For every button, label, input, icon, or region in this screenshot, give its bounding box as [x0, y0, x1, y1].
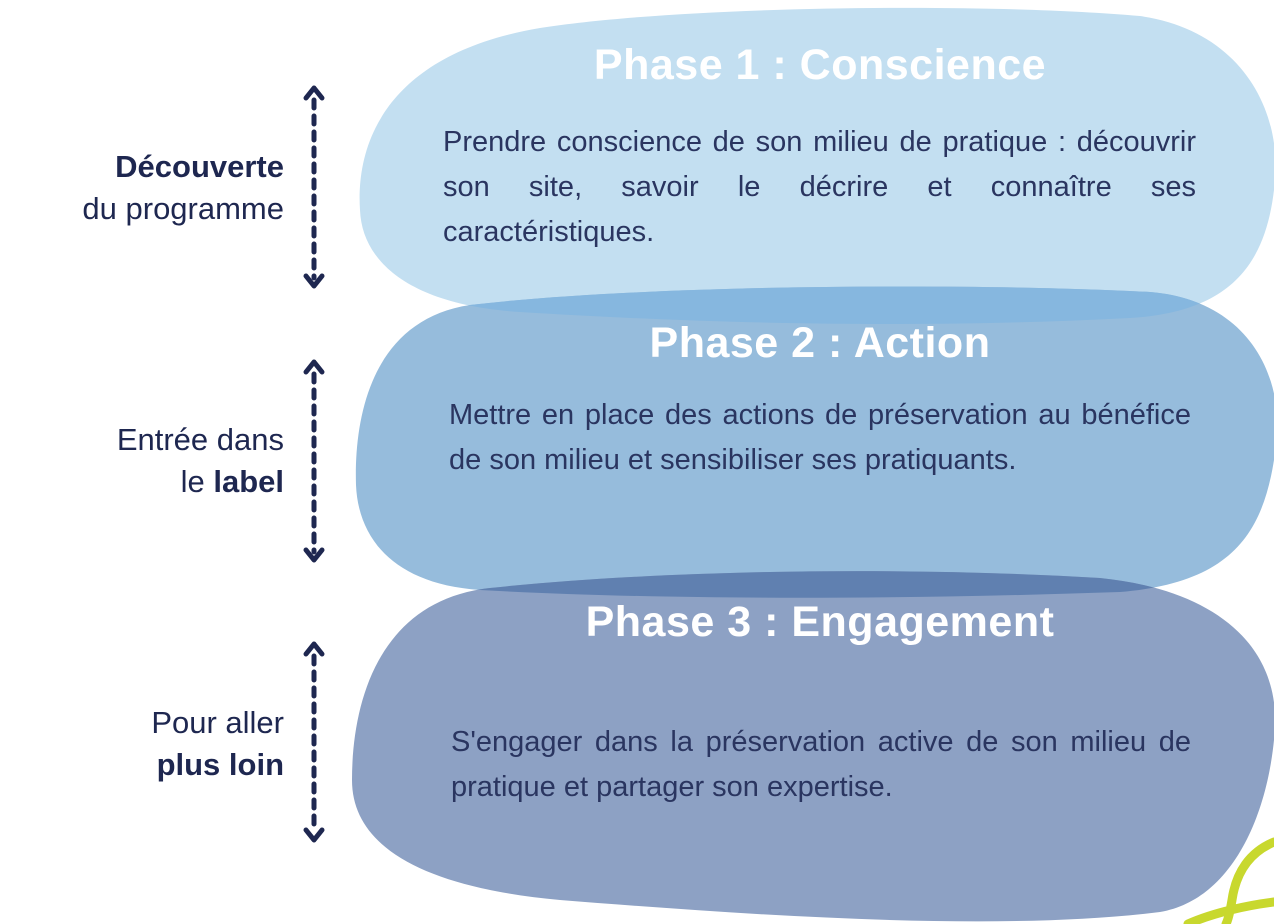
phase1-description: Prendre conscience de son milieu de prat… — [443, 126, 1196, 248]
arrow-phase1 — [303, 85, 325, 289]
phase3-title: Phase 3 : Engagement — [585, 598, 1055, 646]
phase3-description: S'engager dans la préservation active de… — [451, 726, 1191, 803]
green-swirl-decoration — [1183, 837, 1274, 924]
phase1-title: Phase 1 : Conscience — [593, 41, 1047, 89]
phase3-blob — [352, 571, 1274, 922]
side-label-phase1: Découverte du programme — [82, 149, 284, 226]
phase2-title: Phase 2 : Action — [649, 319, 991, 367]
side-label-phase3-bold: plus loin — [156, 747, 284, 782]
arrow-phase2 — [303, 359, 325, 563]
arrow-phase3 — [303, 641, 325, 843]
side-label-phase1-bold: Découverte — [115, 149, 284, 184]
side-label-phase2: Entrée dans le label — [116, 422, 284, 499]
side-label-phase2-bold: label — [213, 464, 284, 499]
phase2-blob — [355, 286, 1274, 598]
side-label-phase3: Pour aller plus loin — [151, 705, 284, 782]
phase2-description: Mettre en place des actions de préservat… — [449, 399, 1191, 476]
phase1-blob — [359, 7, 1274, 325]
